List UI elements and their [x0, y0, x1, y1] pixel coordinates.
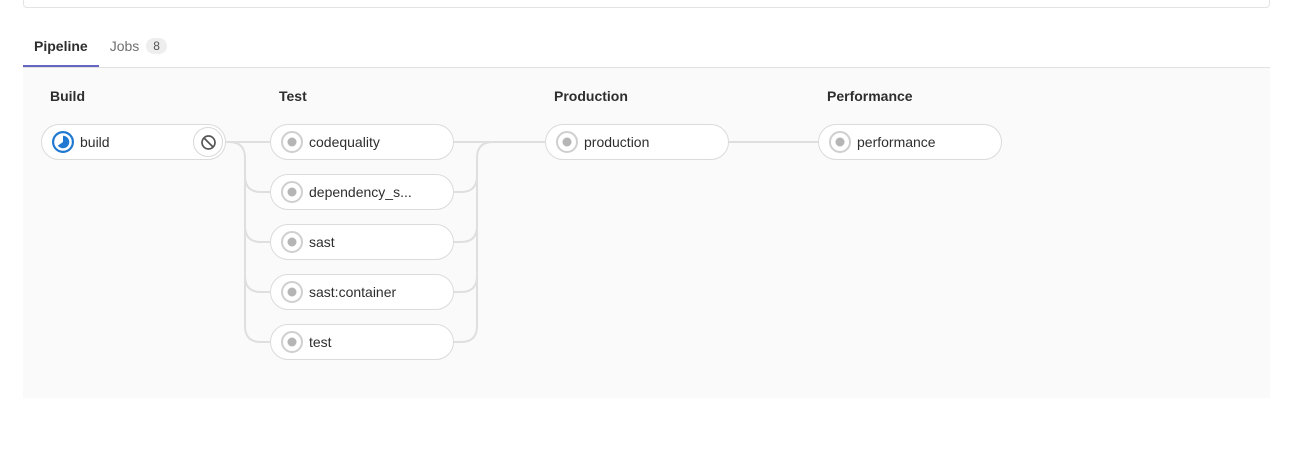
tab-jobs-label: Jobs	[109, 38, 140, 54]
job-label: performance	[857, 134, 936, 150]
jobs-count-badge: 8	[146, 38, 167, 54]
status-created-icon	[556, 131, 578, 153]
cancel-job-button[interactable]	[193, 127, 223, 157]
tab-divider	[23, 67, 1270, 68]
job-pill-sast-container[interactable]: sast:container	[270, 274, 454, 310]
pipeline-graph: Build build Test	[23, 68, 1270, 398]
job-pill-production[interactable]: production	[545, 124, 729, 160]
stage-connector-lines	[226, 141, 818, 343]
tab-jobs[interactable]: Jobs 8	[99, 38, 178, 67]
status-created-icon	[829, 131, 851, 153]
status-created-icon	[281, 331, 303, 353]
tab-pipeline-label: Pipeline	[34, 38, 88, 54]
job-label: codequality	[309, 134, 380, 150]
stage-title: Build	[50, 88, 85, 104]
job-label: sast	[309, 234, 335, 250]
job-label: production	[584, 134, 650, 150]
status-running-icon	[52, 131, 74, 153]
status-created-icon	[281, 131, 303, 153]
status-created-icon	[281, 181, 303, 203]
job-label: sast:container	[309, 284, 397, 300]
stage-title: Production	[554, 88, 628, 104]
job-pill-dependency-scanning[interactable]: dependency_s...	[270, 174, 454, 210]
job-pill-performance[interactable]: performance	[818, 124, 1002, 160]
job-label: test	[309, 334, 332, 350]
job-pill-sast[interactable]: sast	[270, 224, 454, 260]
stage-title: Test	[279, 88, 307, 104]
cancel-icon	[200, 134, 216, 150]
status-created-icon	[281, 281, 303, 303]
job-label: build	[80, 134, 110, 150]
stage-title: Performance	[827, 88, 913, 104]
upper-card-bottom-edge	[23, 0, 1270, 8]
job-pill-test[interactable]: test	[270, 324, 454, 360]
tab-pipeline[interactable]: Pipeline	[23, 38, 99, 67]
status-created-icon	[281, 231, 303, 253]
job-label: dependency_s...	[309, 184, 412, 200]
pipeline-tabs: Pipeline Jobs 8	[23, 0, 178, 67]
job-pill-codequality[interactable]: codequality	[270, 124, 454, 160]
job-pill-build[interactable]: build	[41, 124, 226, 160]
